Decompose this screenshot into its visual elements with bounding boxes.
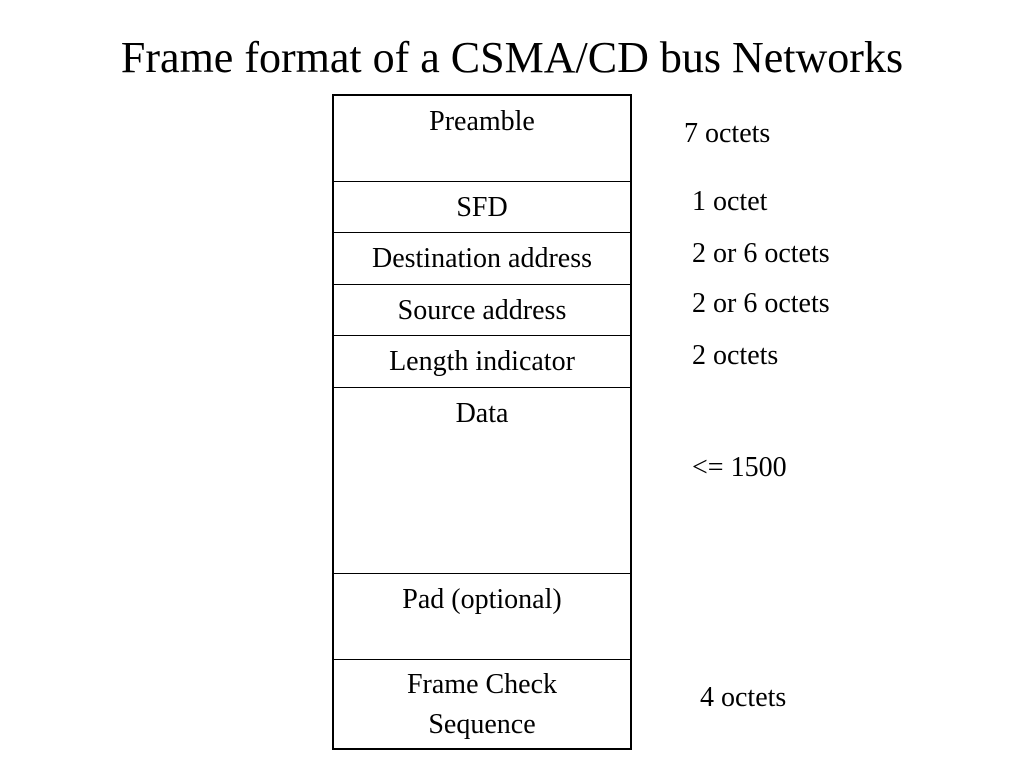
size-length-indicator: 2 octets [692,340,779,371]
field-frame-check-sequence: Frame Check Sequence [334,660,630,748]
field-label-line2: Sequence [428,709,536,740]
slide-title: Frame format of a CSMA/CD bus Networks [120,33,904,82]
field-length-indicator: Length indicator [334,336,630,388]
size-source-address: 2 or 6 octets [692,288,830,319]
size-data: <= 1500 [692,452,787,483]
field-label: Preamble [429,106,535,137]
field-label: Length indicator [389,346,575,377]
field-sfd: SFD [334,182,630,233]
field-preamble: Preamble [334,96,630,182]
size-sfd: 1 octet [692,186,768,217]
field-label-line1: Frame Check [406,669,558,700]
size-frame-check-sequence: 4 octets [700,682,787,713]
size-destination-address: 2 or 6 octets [692,238,830,269]
field-label: Destination address [371,243,593,274]
field-destination-address: Destination address [334,233,630,285]
field-data: Data [334,388,630,574]
frame-format-table: Preamble SFD Destination address Source … [332,94,632,750]
field-label: Data [455,398,509,429]
field-label: Pad (optional) [402,584,562,615]
field-label: Source address [397,295,567,326]
size-preamble: 7 octets [684,118,771,149]
field-pad: Pad (optional) [334,574,630,660]
field-label: SFD [456,192,508,223]
field-source-address: Source address [334,285,630,336]
